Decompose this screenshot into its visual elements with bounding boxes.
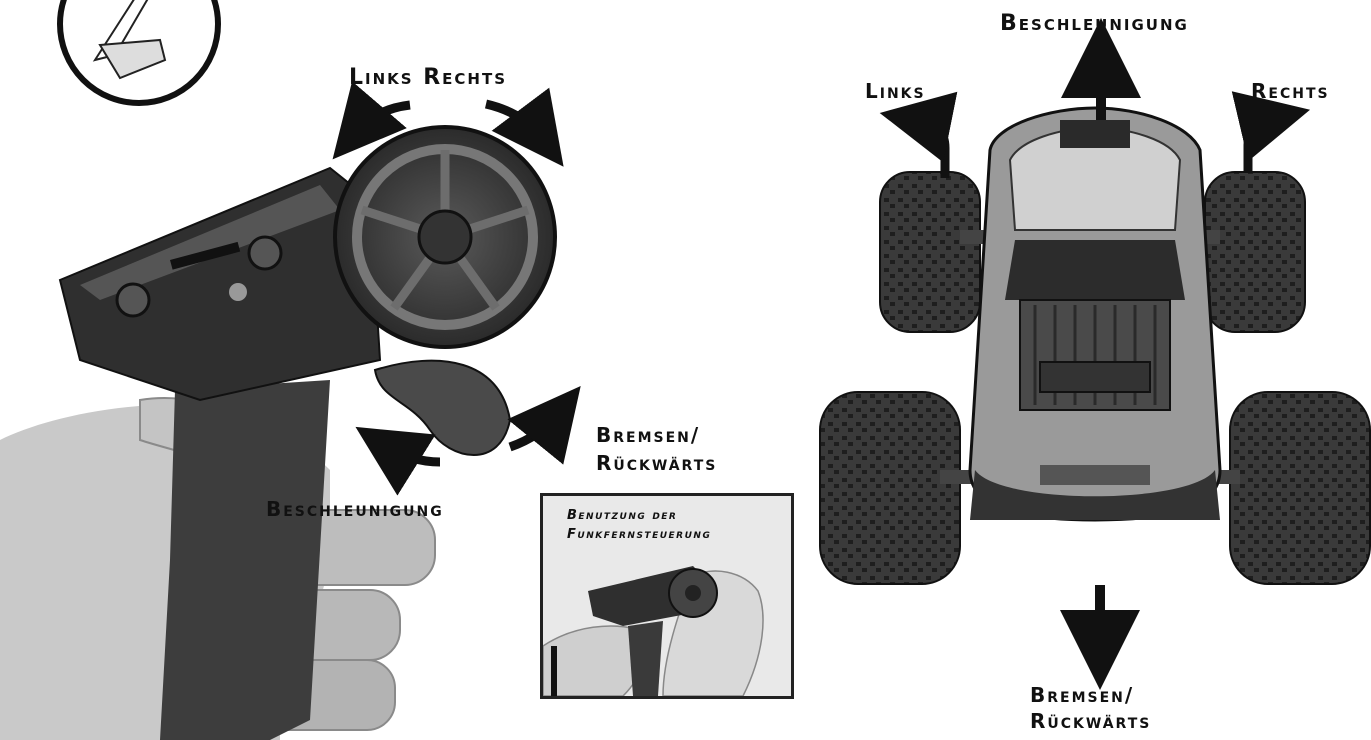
truck-accel-label: Beschleunigung (1000, 12, 1189, 36)
hand-holding-transmitter-photo (0, 104, 558, 740)
truck-brake-label-line2: Rückwärts (1030, 710, 1151, 732)
remote-brake-label-line2: Rückwärts (596, 452, 717, 474)
inset-photo (543, 496, 794, 699)
truck-right-label: Rechts (1251, 80, 1330, 102)
truck-brake-label-line1: Bremsen/ (1030, 684, 1134, 706)
remote-steering-label: Links Rechts (349, 66, 507, 90)
inset-photo-box: Benutzung der Funkfernsteuerung (540, 493, 794, 699)
monster-truck-top-view-photo (820, 58, 1370, 650)
truck-left-label: Links (865, 80, 926, 102)
remote-accel-label: Beschleunigung (266, 498, 444, 520)
remote-brake-label-line1: Bremsen/ (596, 424, 700, 446)
transmitter-badge-icon (60, 0, 218, 103)
